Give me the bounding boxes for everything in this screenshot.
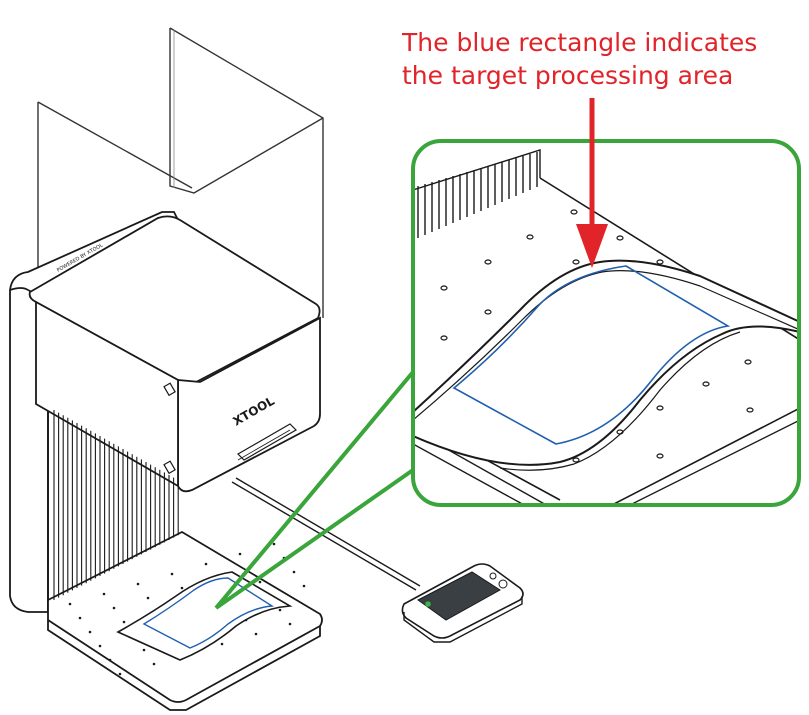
- base-curved-material: [116, 571, 293, 661]
- annotation-line-2: the target processing area: [402, 61, 734, 90]
- annotation-line-1: The blue rectangle indicates: [402, 28, 758, 57]
- zoom-heat-sink-fins: [417, 152, 538, 238]
- heat-sink-fins: [53, 410, 179, 600]
- controller-screen: [417, 571, 501, 621]
- touch-controller: [401, 563, 524, 643]
- zoom-highlight-border: [411, 139, 801, 507]
- annotation-arrow: [576, 98, 608, 268]
- power-button-icon: [498, 579, 508, 589]
- zoom-connector-lines: [214, 370, 415, 610]
- status-dot-icon: [425, 601, 431, 607]
- menu-button-icon: [489, 572, 497, 580]
- acrylic-shield: [37, 27, 324, 318]
- lid-details: [163, 382, 297, 475]
- target-processing-area: [452, 265, 731, 445]
- zoom-callout: [214, 139, 801, 610]
- annotation-text: The blue rectangle indicates the target …: [402, 26, 802, 92]
- laser-device-body: [9, 211, 421, 711]
